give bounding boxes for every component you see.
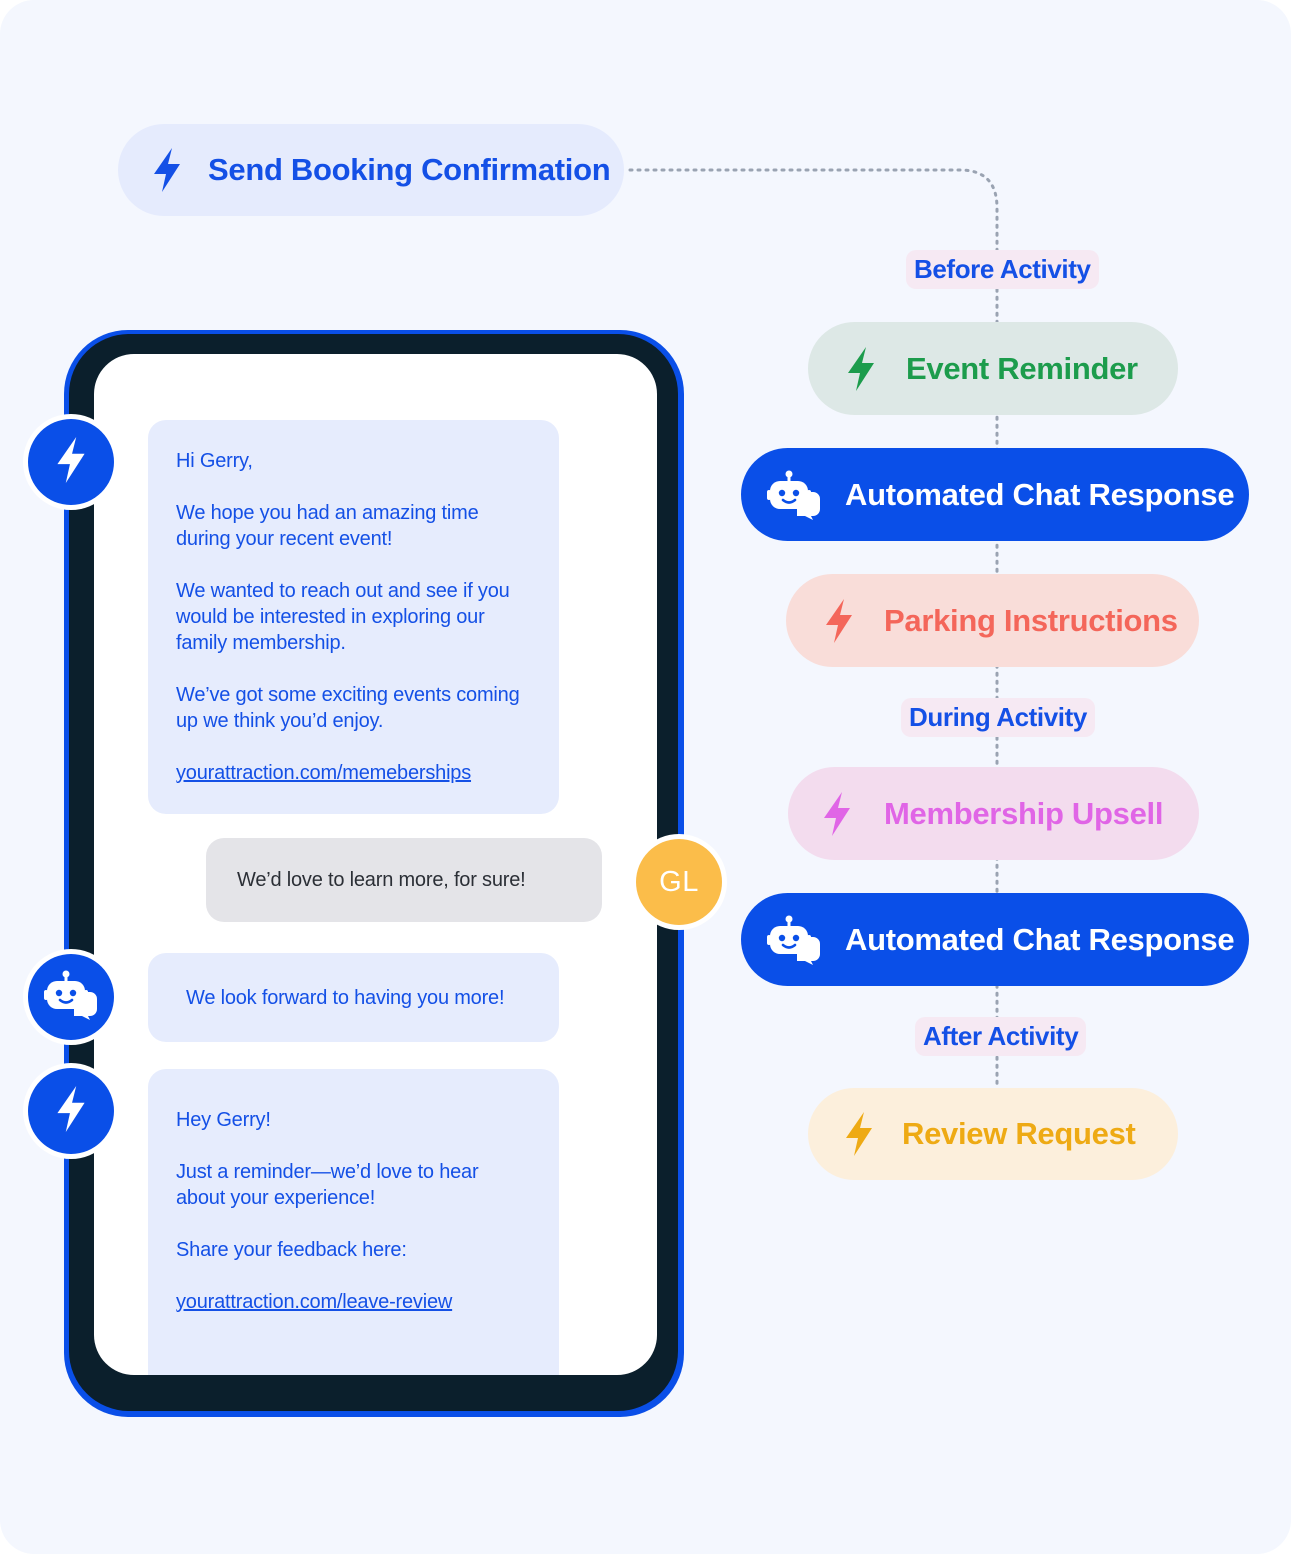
chat-bot-icon <box>767 470 821 520</box>
chat-screen: Hi Gerry, We hope you had an amazing tim… <box>94 354 657 1375</box>
lightning-bolt-icon <box>822 791 852 836</box>
step-label: Automated Chat Response <box>845 476 1235 512</box>
step-label: Send Booking Confirmation <box>208 152 611 187</box>
reply-text: We’d love to learn more, for sure! <box>237 869 526 891</box>
message-text: Just a reminder—we’d love to hear about … <box>176 1161 479 1209</box>
bot-message-bubble: We look forward to having you more! <box>148 953 559 1042</box>
send-booking-confirmation-step[interactable]: Send Booking Confirmation <box>118 124 624 216</box>
step-label: Parking Instructions <box>884 602 1178 638</box>
message-text: We hope you had an amazing time during y… <box>176 502 479 550</box>
lightning-bolt-icon <box>54 1085 88 1137</box>
membership-upsell-step[interactable]: Membership Upsell <box>788 767 1199 860</box>
message-greeting: Hi Gerry, <box>176 450 253 472</box>
parking-instructions-step[interactable]: Parking Instructions <box>786 574 1199 667</box>
step-label: Automated Chat Response <box>845 921 1235 957</box>
user-reply-bubble: We’d love to learn more, for sure! <box>206 838 602 922</box>
lightning-bolt-icon <box>846 346 876 391</box>
automation-avatar <box>23 1063 119 1159</box>
bot-avatar <box>23 949 119 1045</box>
chat-bot-icon <box>44 970 98 1025</box>
message-bubble-membership: Hi Gerry, We hope you had an amazing tim… <box>148 420 559 814</box>
event-reminder-step[interactable]: Event Reminder <box>808 322 1178 415</box>
automated-chat-response-step[interactable]: Automated Chat Response <box>741 893 1249 986</box>
automation-avatar <box>23 414 119 510</box>
step-label: Membership Upsell <box>884 795 1164 831</box>
review-link[interactable]: yourattraction.com/leave-review <box>176 1291 453 1313</box>
review-request-step[interactable]: Review Request <box>808 1088 1178 1180</box>
lightning-bolt-icon <box>152 148 182 192</box>
message-bubble-review: Hey Gerry! Just a reminder—we’d love to … <box>148 1069 559 1375</box>
user-avatar: GL <box>631 834 727 930</box>
message-text: We’ve got some exciting events coming up… <box>176 684 520 732</box>
message-text: We wanted to reach out and see if you wo… <box>176 580 510 654</box>
user-initials: GL <box>659 865 699 898</box>
step-label: Review Request <box>902 1116 1136 1151</box>
lightning-bolt-icon <box>54 436 88 488</box>
bot-message-text: We look forward to having you more! <box>186 986 505 1009</box>
phase-label-during: During Activity <box>901 698 1095 737</box>
step-label: Event Reminder <box>906 350 1138 386</box>
lightning-bolt-icon <box>824 598 854 643</box>
chat-bot-icon <box>767 915 821 965</box>
automated-chat-response-step[interactable]: Automated Chat Response <box>741 448 1249 541</box>
phase-label-after: After Activity <box>915 1017 1087 1056</box>
membership-link[interactable]: yourattraction.com/memeberships <box>176 762 472 784</box>
message-greeting: Hey Gerry! <box>176 1109 271 1131</box>
phase-label-before: Before Activity <box>906 250 1099 289</box>
lightning-bolt-icon <box>844 1112 874 1156</box>
message-text: Share your feedback here: <box>176 1239 407 1261</box>
